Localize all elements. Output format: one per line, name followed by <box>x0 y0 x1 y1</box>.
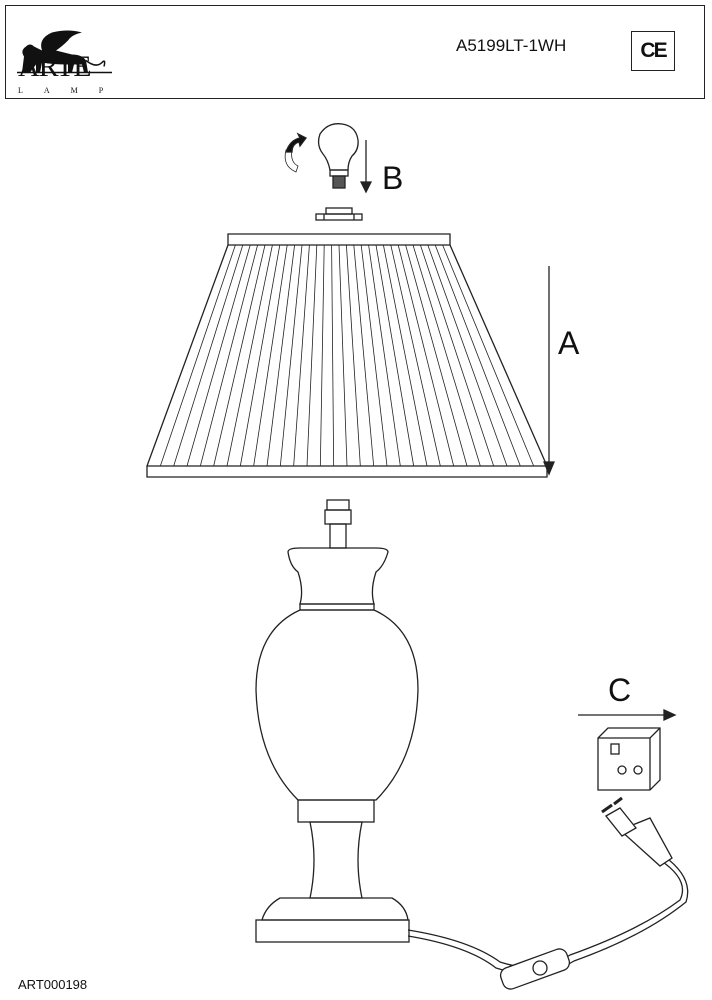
shade-pleat <box>173 244 244 467</box>
brand-name: ARTE <box>18 50 92 83</box>
model-number: A5199LT-1WH <box>456 36 567 55</box>
shade-pleat <box>239 244 281 467</box>
shade-holder-cap <box>315 207 363 221</box>
label-c: C <box>608 672 632 708</box>
ce-mark: CE <box>631 31 675 71</box>
shade-pleat <box>412 244 481 467</box>
arrow-right-c <box>578 708 677 722</box>
shade-pleat <box>420 244 495 467</box>
arrow-down-b <box>359 140 373 194</box>
shade-pleat <box>253 244 288 467</box>
power-cable <box>407 855 689 975</box>
shade-pleat <box>442 244 535 467</box>
shade-pleat <box>226 244 273 467</box>
shade-pleat <box>383 244 428 467</box>
shade-pleat <box>279 244 303 467</box>
light-bulb-icon <box>317 123 359 189</box>
brand-subtitle: LAMP <box>18 86 125 95</box>
shade-pleat <box>360 244 388 467</box>
wall-socket-icon <box>597 727 661 791</box>
shade-pleat <box>427 244 508 467</box>
shade-pleat <box>353 244 375 467</box>
shade-pleat <box>368 244 401 467</box>
shade-pleat <box>405 244 468 467</box>
lamp-shade <box>146 233 548 478</box>
lamp-base <box>255 499 419 943</box>
shade-pleat <box>390 244 441 467</box>
plug-icon <box>601 796 673 867</box>
shade-pleat <box>266 244 295 467</box>
shade-pleat <box>397 244 455 467</box>
label-b: B <box>382 160 404 196</box>
shade-pleat <box>293 244 310 467</box>
label-a: A <box>558 325 580 361</box>
document-code: ART000198 <box>18 977 88 992</box>
winged-lion-logo-icon <box>17 30 112 74</box>
shade-pleat <box>346 244 361 467</box>
shade-pleat <box>434 244 521 467</box>
arrow-height-a <box>543 266 555 476</box>
rotate-arrow-icon <box>284 132 307 173</box>
shade-pleat <box>331 244 335 467</box>
shade-pleat <box>186 244 251 467</box>
shade-pleat <box>306 244 318 467</box>
shade-pleat <box>338 244 348 467</box>
shade-pleat <box>213 244 266 467</box>
inline-switch <box>499 948 571 990</box>
shade-pleat <box>375 244 415 467</box>
shade-pleat <box>199 244 258 467</box>
shade-pleat <box>319 244 325 467</box>
shade-pleat <box>159 244 236 467</box>
header-frame <box>5 5 705 99</box>
